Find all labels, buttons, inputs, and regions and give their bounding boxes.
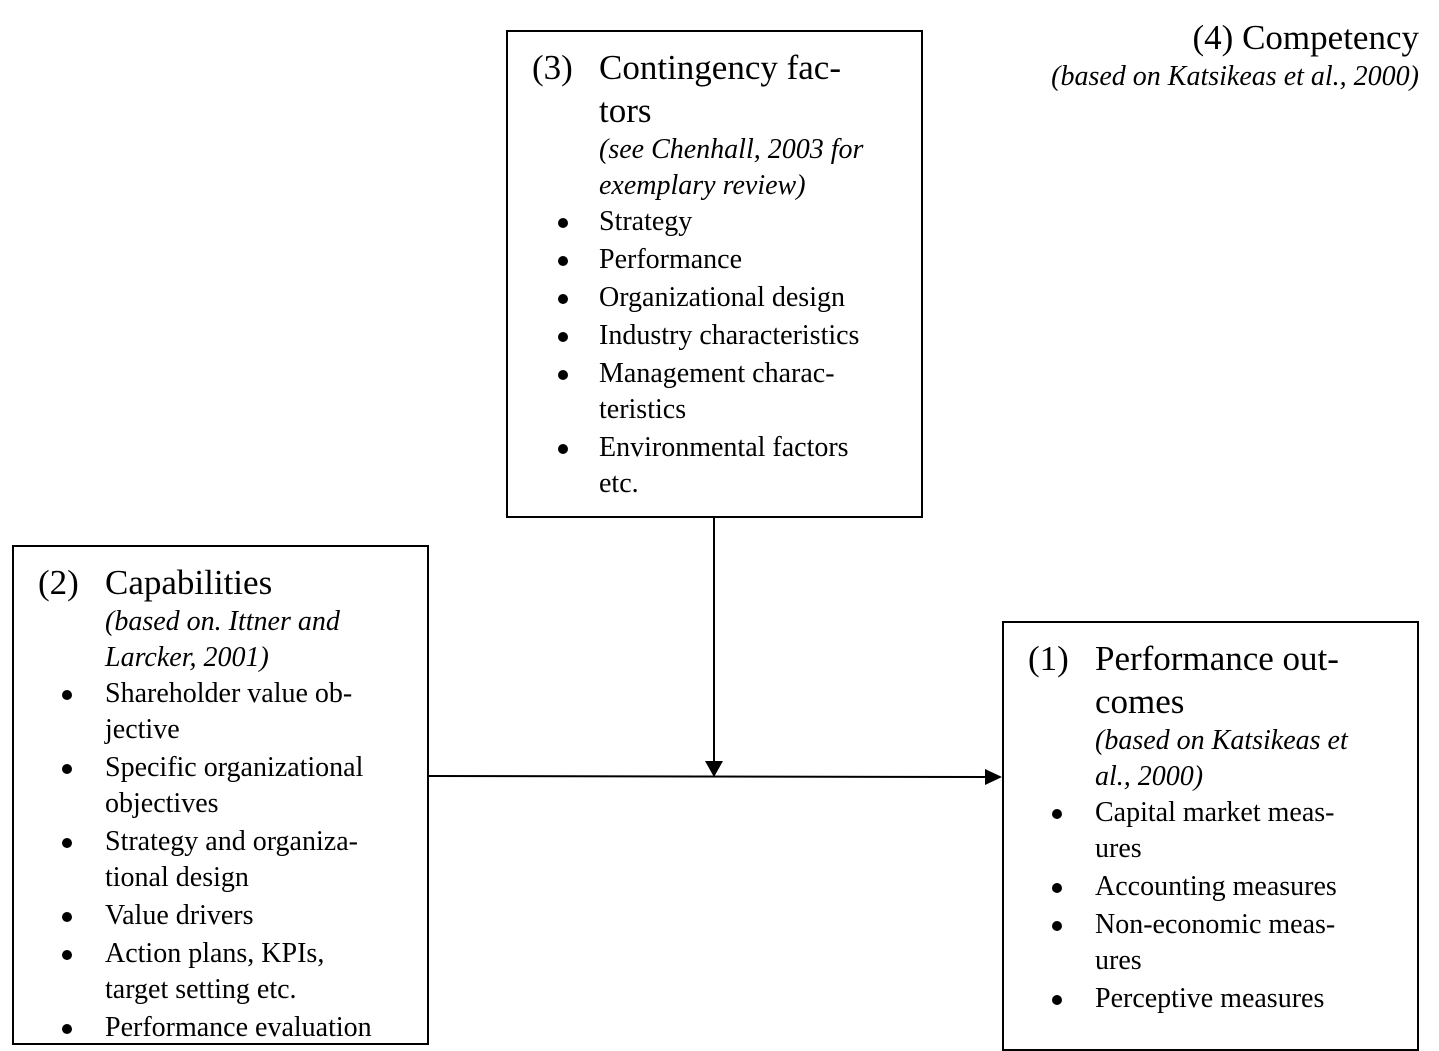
bullet-icon	[62, 838, 72, 848]
right-arrowhead	[985, 769, 1002, 785]
bullet-icon	[558, 444, 568, 454]
capabilities-header: (2) Capabilities	[38, 561, 409, 604]
outcomes-title: Performance out- comes	[1095, 637, 1399, 723]
list-item: Accounting measures	[1028, 869, 1399, 905]
capabilities-list: Shareholder value ob-jective Specific or…	[38, 676, 409, 1046]
bullet-icon	[558, 294, 568, 304]
capabilities-source-line: Larcker, 2001)	[105, 642, 269, 673]
list-item: Action plans, KPIs,target setting etc.	[38, 936, 409, 1008]
list-item: Perceptive measures	[1028, 981, 1399, 1017]
outcomes-source: (based on Katsikeas et al., 2000)	[1095, 723, 1399, 795]
list-item: Strategy and organiza-tional design	[38, 824, 409, 896]
capabilities-number: (2)	[38, 563, 79, 602]
outcomes-source-line: al., 2000)	[1095, 761, 1204, 792]
competency-label: (4) Competency (based on Katsikeas et al…	[1051, 16, 1419, 95]
list-item: Performance evaluation	[38, 1010, 409, 1046]
bullet-icon	[62, 912, 72, 922]
capabilities-source-line: (based on. Ittner and	[105, 606, 340, 637]
bullet-icon	[558, 256, 568, 266]
bullet-icon	[1052, 883, 1062, 893]
outcomes-list: Capital market meas-ures Accounting meas…	[1028, 795, 1399, 1017]
bullet-icon	[62, 1024, 72, 1034]
list-item: Value drivers	[38, 898, 409, 934]
list-item: Industry characteristics	[532, 318, 901, 354]
contingency-source: (see Chenhall, 2003 for exemplary review…	[599, 132, 901, 204]
bullet-icon	[62, 950, 72, 960]
contingency-title-line: tors	[599, 91, 652, 130]
outcomes-title-line: comes	[1095, 682, 1185, 721]
contingency-number: (3)	[532, 48, 573, 87]
contingency-title-line: Contingency fac-	[599, 48, 841, 87]
capabilities-box: (2) Capabilities (based on. Ittner and L…	[12, 545, 429, 1045]
list-item: Management charac-teristics	[532, 356, 901, 428]
outcomes-header: (1) Performance out- comes	[1028, 637, 1399, 723]
performance-outcomes-box: (1) Performance out- comes (based on Kat…	[1002, 621, 1419, 1051]
contingency-source-line: exemplary review)	[599, 170, 806, 201]
bullet-icon	[558, 218, 568, 228]
capabilities-title-line: Capabilities	[105, 563, 273, 602]
capabilities-title: Capabilities	[105, 561, 409, 604]
contingency-header: (3) Contingency fac- tors	[532, 46, 901, 132]
list-item: Non-economic meas-ures	[1028, 907, 1399, 979]
capabilities-source: (based on. Ittner and Larcker, 2001)	[105, 604, 409, 676]
bullet-icon	[1052, 921, 1062, 931]
outcomes-source-line: (based on Katsikeas et	[1095, 725, 1348, 756]
bullet-icon	[1052, 995, 1062, 1005]
contingency-factors-box: (3) Contingency fac- tors (see Chenhall,…	[506, 30, 923, 518]
list-item: Strategy	[532, 204, 901, 240]
list-item: Organizational design	[532, 280, 901, 316]
contingency-source-line: (see Chenhall, 2003 for	[599, 134, 864, 165]
bullet-icon	[558, 370, 568, 380]
bullet-icon	[1052, 809, 1062, 819]
contingency-list: Strategy Performance Organizational desi…	[532, 204, 901, 502]
down-arrowhead	[705, 761, 723, 777]
list-item: Shareholder value ob-jective	[38, 676, 409, 748]
bullet-icon	[558, 332, 568, 342]
outcomes-number: (1)	[1028, 639, 1069, 678]
list-item: Capital market meas-ures	[1028, 795, 1399, 867]
horizontal-connector	[428, 775, 987, 778]
contingency-title: Contingency fac- tors	[599, 46, 901, 132]
competency-title: (4) Competency	[1192, 18, 1419, 57]
connector-lines	[428, 518, 1002, 785]
competency-source: (based on Katsikeas et al., 2000)	[1051, 61, 1419, 92]
outcomes-title-line: Performance out-	[1095, 639, 1339, 678]
list-item: Performance	[532, 242, 901, 278]
bullet-icon	[62, 690, 72, 700]
bullet-icon	[62, 764, 72, 774]
